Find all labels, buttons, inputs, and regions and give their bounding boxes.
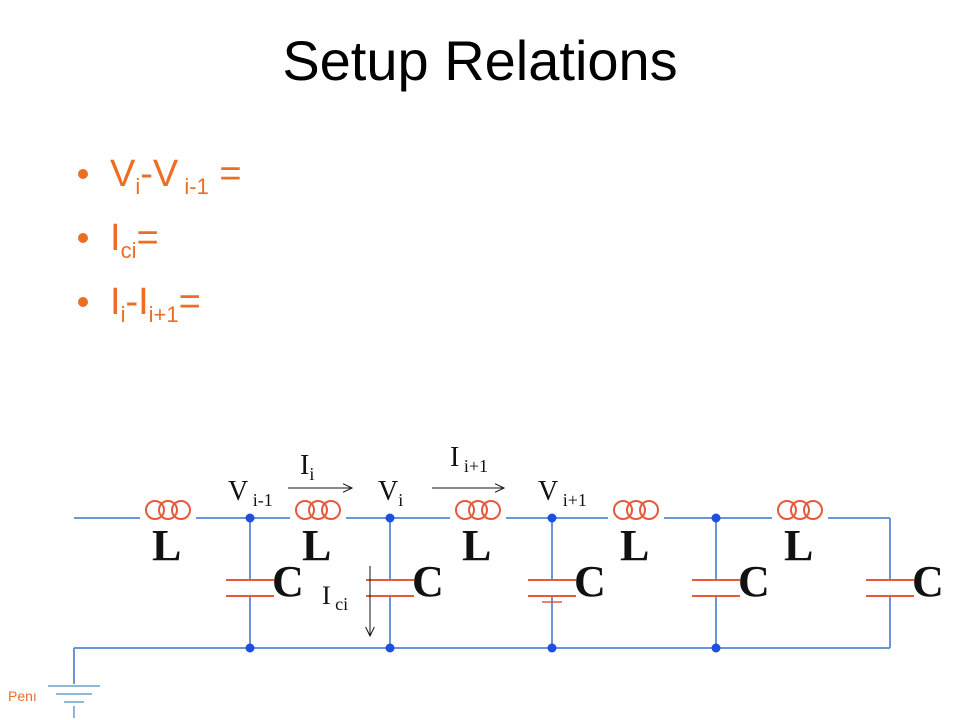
bullet-text: Ii-Ii+1= [110, 281, 201, 327]
node-dot [711, 513, 721, 523]
inductor-loop [790, 500, 810, 520]
inductor-loop [639, 500, 659, 520]
current-label-i-ci: I ci [322, 581, 348, 614]
inductor-loop [158, 500, 178, 520]
node-dot [245, 513, 255, 523]
arrow-i-i+1-head [494, 483, 506, 493]
bullet-subscript: i [135, 174, 141, 199]
inductor-label: L [152, 521, 181, 570]
bullet-item: Ii-Ii+1= [78, 280, 242, 344]
node-dot [385, 643, 395, 653]
node-dot [385, 513, 395, 523]
capacitor-label: C [738, 557, 770, 606]
bullet-item: Ici= [78, 216, 242, 280]
inductor-loop [308, 500, 328, 520]
node-dot [245, 643, 255, 653]
arrow-i-ci-head [365, 626, 375, 638]
node-label-v-i-1: V i-1 [228, 476, 273, 510]
ground-symbol-icon [48, 648, 100, 718]
inductor-loop [613, 500, 633, 520]
inductor-loop [171, 500, 191, 520]
bullet-segment: I [110, 217, 121, 259]
inductor-loop [803, 500, 823, 520]
current-label-i-i+1: I i+1 [450, 442, 488, 476]
inductor-loop [321, 500, 341, 520]
capacitor-label: C [272, 557, 304, 606]
bullet-segment: = [136, 217, 159, 259]
bullet-item: Vi-V i-1 = [78, 152, 242, 216]
inductor-loop [145, 500, 165, 520]
inductor-label: L [620, 521, 649, 570]
inductor-label: L [302, 521, 331, 570]
bullet-segment: = [178, 281, 201, 323]
inductor-label: L [462, 521, 491, 570]
inductor-loop [295, 500, 315, 520]
capacitor-label: C [574, 557, 606, 606]
arrow-i-i-head [342, 483, 354, 493]
bullet-text: Ici= [110, 217, 159, 263]
inductor-label: L [784, 521, 813, 570]
footer-text: Penı [8, 688, 37, 704]
node-label-v-i+1: V i+1 [538, 476, 587, 510]
bullet-subscript: i+1 [148, 302, 179, 327]
bullet-dot-icon [78, 169, 88, 179]
bullet-subscript: i-1 [178, 174, 209, 199]
bullet-list: Vi-V i-1 = Ici= Ii-Ii+1= [78, 152, 242, 344]
bullet-segment: -I [125, 281, 149, 323]
bullet-dot-icon [78, 297, 88, 307]
current-arrows [288, 483, 506, 638]
bullet-dot-icon [78, 233, 88, 243]
bullet-segment: I [110, 281, 121, 323]
inductor-loop [777, 500, 797, 520]
node-label-v-i: Vi [378, 476, 403, 510]
capacitor-label: C [912, 557, 944, 606]
current-label-i-i: Ii [300, 450, 314, 484]
capacitor-label: C [412, 557, 444, 606]
bullet-subscript: ci [120, 238, 137, 263]
circuit-nodes [245, 513, 721, 653]
slide-title: Setup Relations [282, 29, 678, 92]
bullet-segment: -V [140, 153, 179, 195]
inductor-loop [468, 500, 488, 520]
inductor-loop [626, 500, 646, 520]
bullet-segment: = [208, 153, 242, 195]
node-dot [547, 643, 557, 653]
bullet-subscript: i [120, 302, 126, 327]
bullet-segment: V [110, 153, 136, 195]
bullet-text: Vi-V i-1 = [110, 153, 242, 199]
inductor-loop [481, 500, 501, 520]
node-dot [547, 513, 557, 523]
node-dot [711, 643, 721, 653]
inductor-loop [455, 500, 475, 520]
